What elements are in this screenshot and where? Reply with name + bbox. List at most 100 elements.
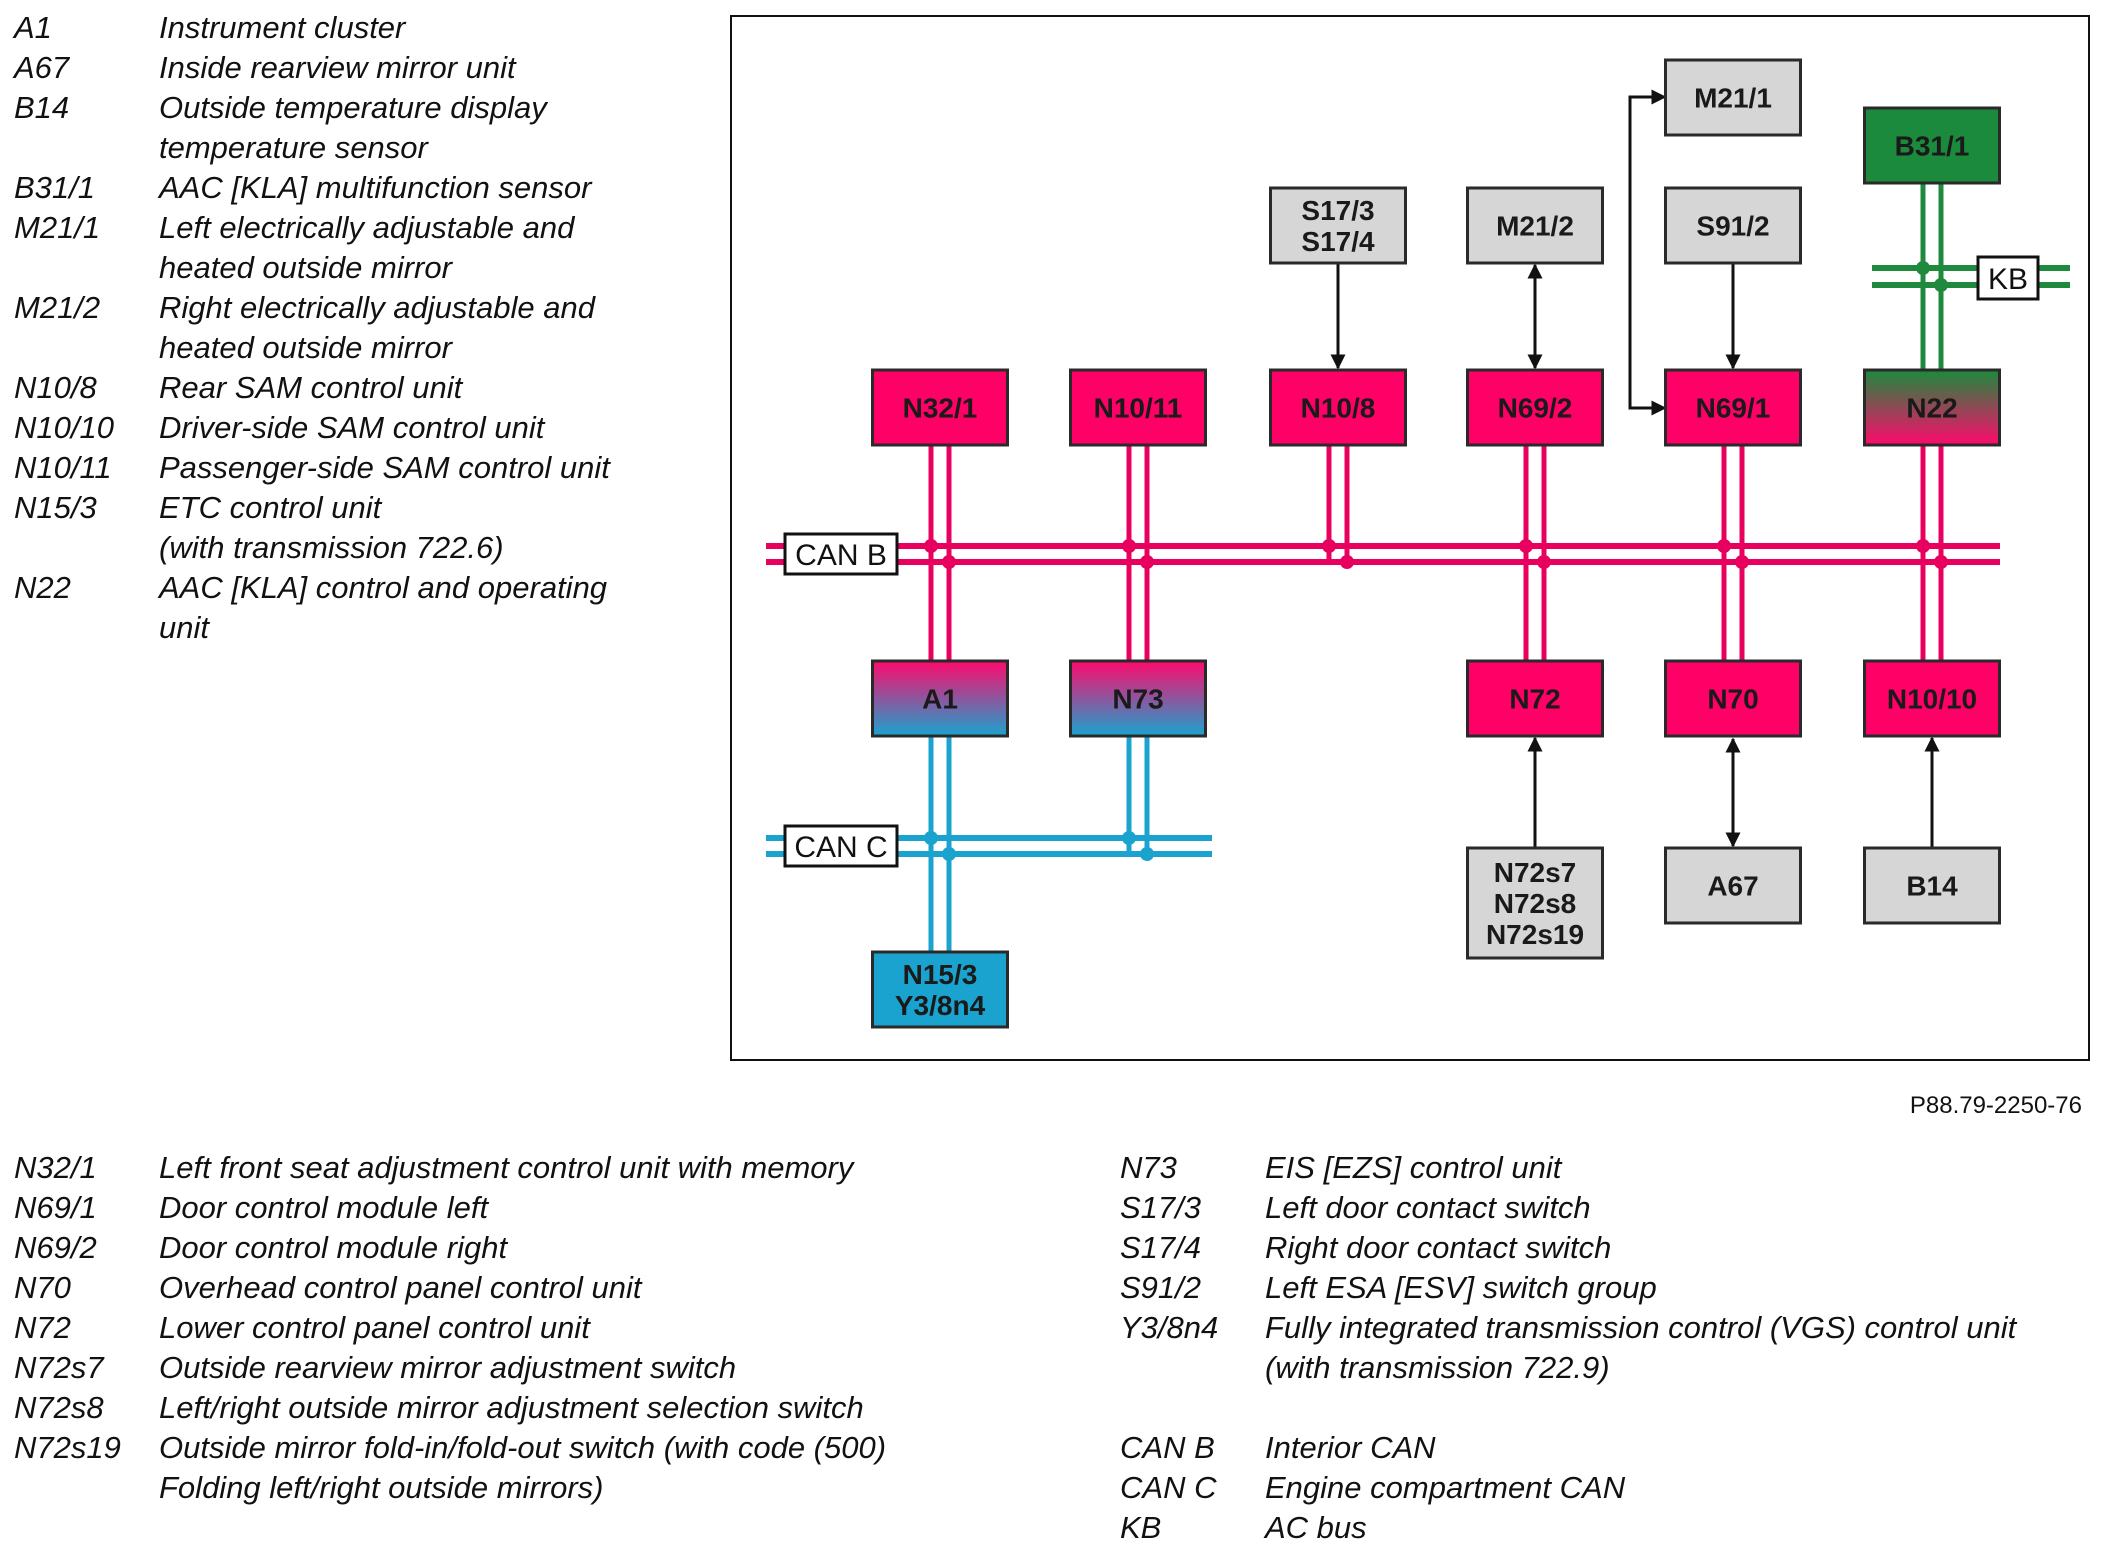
kb-junction (1934, 278, 1948, 292)
component-m21-2-label: M21/2 (1496, 211, 1574, 242)
can-b-junction (1322, 539, 1336, 553)
unit-a1: A1 (871, 659, 1009, 738)
legend-code: N10/8 (14, 370, 97, 405)
can-c-junction (1140, 847, 1154, 861)
unit-n73-label: N73 (1112, 684, 1163, 715)
legend-code: CAN B (1120, 1430, 1215, 1465)
legend-code: B31/1 (14, 170, 96, 205)
legend-description: Door control module left (159, 1190, 489, 1225)
legend-description: Driver-side SAM control unit (159, 410, 545, 445)
legend-code: N10/10 (14, 410, 114, 445)
unit-n32-1-frame (871, 368, 1009, 447)
legend-item: Y3/8n4 Fully integrated transmission cont… (1120, 1308, 2016, 1388)
legend-description: Left/right outside mirror adjustment sel… (159, 1390, 864, 1425)
component-b14-label: B14 (1906, 871, 1958, 902)
legend-code: N69/2 (14, 1230, 97, 1265)
legend-description: Left door contact switch (1265, 1190, 1591, 1225)
legend-code: N70 (14, 1270, 71, 1305)
label-line: N32/1 (903, 393, 978, 424)
legend-code: A67 (14, 50, 70, 85)
label-line: S17/4 (1301, 226, 1375, 257)
legend-description: Interior CAN (1265, 1430, 1436, 1465)
legend-code: CAN C (1120, 1470, 1217, 1505)
label-line: S17/3 (1301, 195, 1374, 226)
unit-n22-label: N22 (1906, 393, 1957, 424)
component-n72s-switches-frame (1466, 846, 1604, 960)
unit-n22-frame (1863, 368, 2001, 447)
unit-n10-11: N10/11 (1069, 368, 1207, 447)
can-b-label: CAN B (783, 532, 899, 576)
unit-n72-label: N72 (1509, 684, 1560, 715)
kb-label: KB (1976, 255, 2040, 301)
unit-n69-2-label: N69/2 (1498, 393, 1573, 424)
legend-code: N69/1 (14, 1190, 97, 1225)
diagram-frame (730, 15, 2090, 1061)
label-line: N22 (1906, 393, 1957, 424)
can-b-label-text: CAN B (795, 539, 887, 572)
legend-code: N73 (1120, 1150, 1177, 1185)
kb-junction (1916, 261, 1930, 275)
legend-item: N69/1 Door control module left (14, 1188, 886, 1228)
legend-code: M21/1 (14, 210, 101, 245)
component-b31-1-label: B31/1 (1895, 131, 1970, 162)
kb-label-text: KB (1988, 263, 2028, 296)
unit-n32-1: N32/1 (871, 368, 1009, 447)
unit-n73: N73 (1069, 659, 1207, 738)
legend-description: Engine compartment CAN (1265, 1470, 1626, 1505)
legend-description: Outside temperature display temperature … (159, 90, 547, 165)
legend-description: Door control module right (159, 1230, 508, 1265)
component-b31-1-frame (1863, 106, 2001, 185)
unit-n10-8-frame (1269, 368, 1407, 447)
can-c-label-frame (783, 824, 899, 868)
legend-description: ETC control unit (with transmission 722.… (159, 490, 504, 565)
label-line: S91/2 (1696, 211, 1769, 242)
legend-item: N69/2 Door control module right (14, 1228, 886, 1268)
unit-n70-label: N70 (1707, 684, 1758, 715)
legend-item: CAN B Interior CAN (1120, 1428, 2016, 1468)
legend-code: S91/2 (1120, 1270, 1202, 1305)
component-s91-2-frame (1664, 186, 1802, 265)
kb-label-frame (1976, 255, 2040, 301)
arrow-n69-1-m21-1 (1628, 89, 1667, 416)
component-s91-2: S91/2 (1664, 186, 1802, 265)
legend-item: N10/10 Driver-side SAM control unit (14, 408, 610, 448)
legend-code: B14 (14, 90, 70, 125)
label-line: N70 (1707, 684, 1758, 715)
unit-n72-frame (1466, 659, 1604, 738)
component-b14-frame (1863, 846, 2001, 925)
legend-description: Fully integrated transmission control (V… (1265, 1310, 2017, 1385)
legend-item: B14 Outside temperature display temperatu… (14, 88, 610, 168)
legend-item: CAN C Engine compartment CAN (1120, 1468, 2016, 1508)
unit-n10-10: N10/10 (1863, 659, 2001, 738)
legend-description: Passenger-side SAM control unit (159, 450, 610, 485)
unit-n32-1-label: N32/1 (903, 393, 978, 424)
unit-n22: N22 (1863, 368, 2001, 447)
component-m21-2: M21/2 (1466, 186, 1604, 265)
component-a67-frame (1664, 846, 1802, 925)
label-line: N69/1 (1696, 393, 1771, 424)
label-line: M21/2 (1496, 211, 1574, 242)
unit-n69-1: N69/1 (1664, 368, 1802, 447)
legend-code: N72 (14, 1310, 71, 1345)
legend-description: AAC [KLA] control and operating unit (159, 570, 608, 645)
legend-code: Y3/8n4 (1120, 1310, 1219, 1345)
legend-code: N72s8 (14, 1390, 104, 1425)
legend-description: Instrument cluster (159, 10, 406, 45)
unit-n10-8: N10/8 (1269, 368, 1407, 447)
legend-code: N22 (14, 570, 71, 605)
component-m21-1-frame (1664, 58, 1802, 137)
